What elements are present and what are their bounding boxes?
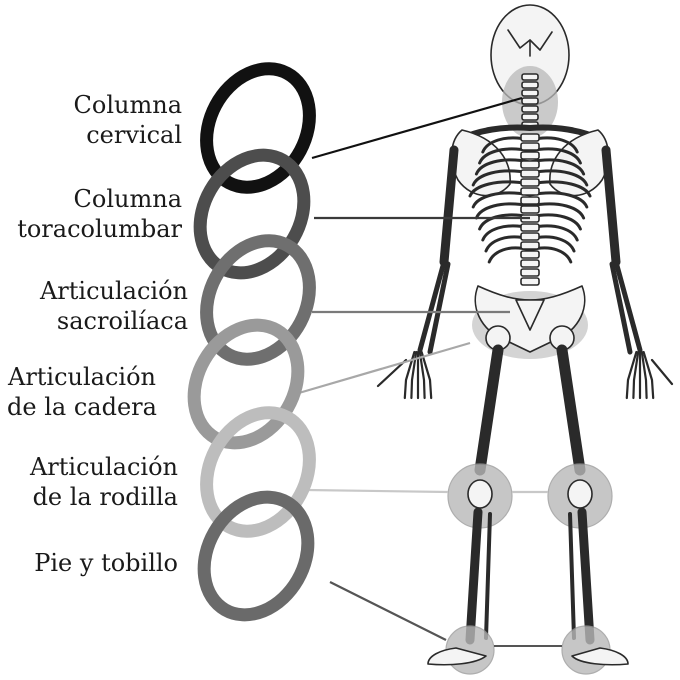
left-patella: [468, 480, 492, 508]
left-humerus: [444, 150, 454, 262]
spine-vertebra: [521, 197, 539, 204]
connector-line-3: [292, 343, 470, 395]
spine-vertebra: [521, 242, 539, 249]
spine-vertebra: [521, 170, 539, 177]
spine-vertebra: [521, 260, 539, 267]
spine-vertebra: [521, 188, 539, 195]
right-fibula: [570, 514, 574, 638]
spine-vertebra: [521, 152, 539, 159]
cervical-vertebra: [522, 90, 538, 96]
skeleton: [378, 5, 672, 674]
spine-vertebra: [521, 278, 539, 285]
right-humerus: [606, 150, 616, 262]
connector-line-5: [330, 582, 446, 640]
spine-vertebra: [521, 179, 539, 186]
spine-vertebra: [521, 251, 539, 258]
spine-vertebra: [521, 233, 539, 240]
left-femur: [480, 350, 498, 470]
spine-vertebra: [521, 269, 539, 276]
right-patella: [568, 480, 592, 508]
cervical-vertebra: [522, 98, 538, 104]
right-femur: [562, 350, 580, 470]
spine-vertebra: [521, 134, 539, 141]
right-tibia: [582, 512, 590, 640]
cervical-vertebra: [522, 82, 538, 88]
left-tibia: [470, 512, 478, 640]
spine-vertebra: [521, 143, 539, 150]
cervical-vertebra: [522, 114, 538, 120]
spine-vertebra: [521, 206, 539, 213]
cervical-vertebra: [522, 106, 538, 112]
spine-vertebra: [521, 161, 539, 168]
right-thumb: [652, 360, 672, 384]
spine-vertebra: [521, 224, 539, 231]
cervical-vertebra: [522, 74, 538, 80]
connector-line-4: [307, 490, 448, 492]
left-fibula: [486, 514, 490, 638]
